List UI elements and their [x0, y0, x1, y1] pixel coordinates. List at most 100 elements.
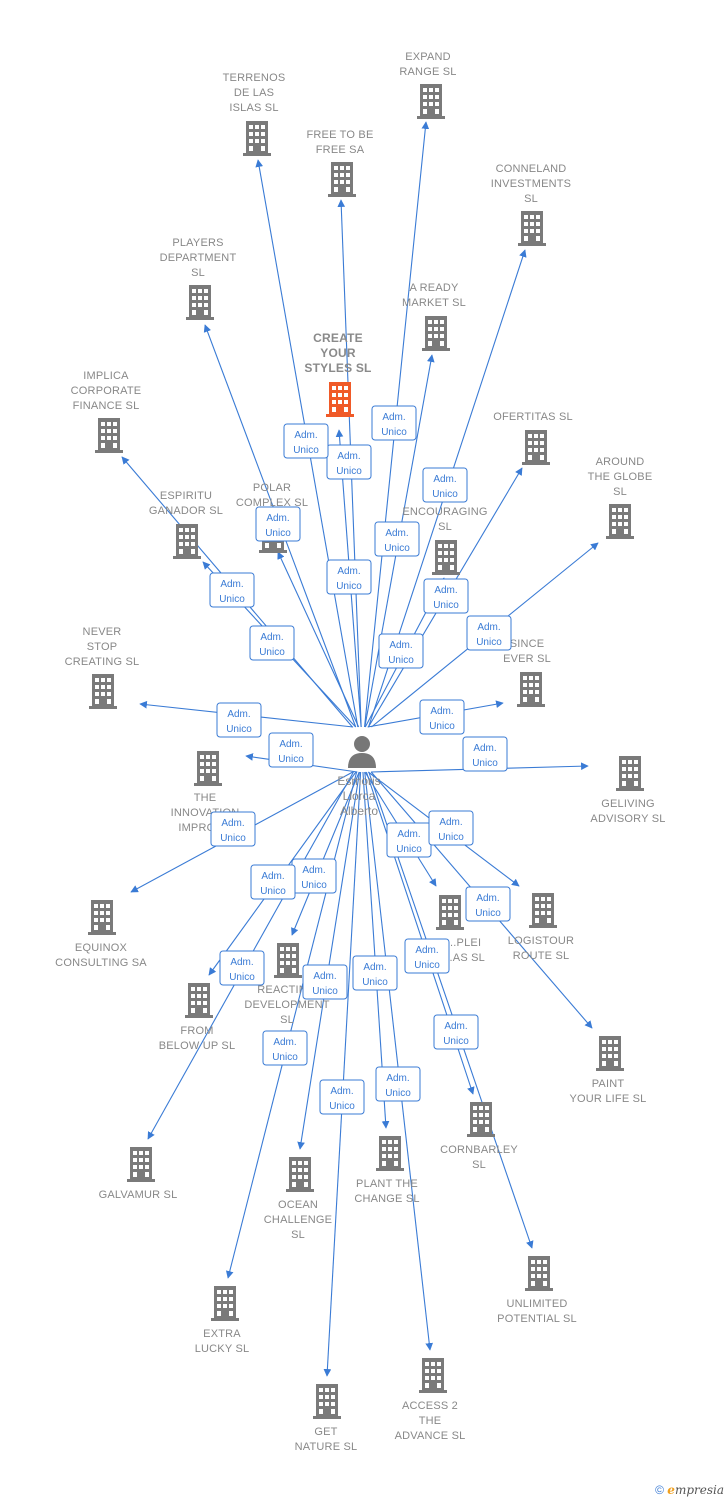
role-badge-polar[interactable]: Adm. Unico	[255, 506, 301, 542]
building-icon	[173, 524, 201, 559]
company-label-ofertitas-line-0: OFERTITAS SL	[493, 411, 573, 423]
company-label-frombelow-line-1: BELOW UP SL	[159, 1040, 236, 1052]
role-badge-implica[interactable]: Adm.Unico	[209, 572, 255, 608]
role-badge-paint[interactable]: Adm.Unico	[465, 886, 511, 922]
role-text-ready-0: Adm.	[385, 528, 408, 539]
role-badge-access[interactable]: Adm.Unico	[375, 1066, 421, 1102]
company-node-galvamur[interactable]: GALVAMUR SL	[99, 1147, 178, 1201]
role-text-unlimited-0: Adm.	[444, 1021, 467, 1032]
company-label-reacting-line-0: REACTIN...	[257, 984, 316, 996]
company-label-terrenos-line-1: DE LAS	[234, 87, 274, 99]
role-badge-reacting[interactable]: Adm.Unico	[291, 858, 337, 894]
role-badge-equinox[interactable]: Adm.Unico	[210, 811, 256, 847]
role-badge-logistour[interactable]: Adm.Unico	[428, 810, 474, 846]
company-label-players-line-2: SL	[191, 267, 205, 279]
role-text-frombelow-1: Unico	[260, 886, 286, 897]
role-badge-innovation[interactable]: Adm.Unico	[268, 732, 314, 768]
company-label-ready-line-1: MARKET SL	[402, 297, 466, 309]
building-icon	[422, 316, 450, 351]
building-icon	[194, 751, 222, 786]
role-badge-around[interactable]: Adm.Unico	[466, 615, 512, 651]
role-badge-unlimited[interactable]: Adm.Unico	[433, 1014, 479, 1050]
role-badge-since[interactable]: Adm.Unico	[419, 699, 465, 735]
company-label-never-line-2: CREATING SL	[65, 656, 140, 668]
role-badge-create[interactable]: Adm.Unico	[326, 559, 372, 595]
role-text-polar-1: Unico	[265, 528, 291, 539]
role-text-plant-0: Adm.	[363, 962, 386, 973]
edge-reacting	[291, 771, 360, 936]
role-badge-never[interactable]: Adm.Unico	[216, 702, 262, 738]
role-badge-conneland[interactable]: Adm.Unico	[422, 467, 468, 503]
role-badge-ocean[interactable]: Adm.Unico	[302, 964, 348, 1000]
role-badge-geliving[interactable]: Adm.Unico	[462, 736, 508, 772]
company-label-espiritu-line-0: ESPIRITU	[160, 490, 212, 502]
role-text-extra-0: Adm.	[273, 1037, 296, 1048]
role-badge-expand[interactable]: Adm.Unico	[371, 405, 417, 441]
building-icon	[432, 540, 460, 575]
role-text-ocean-0: Adm.	[313, 971, 336, 982]
role-text-galvamur-1: Unico	[229, 972, 255, 983]
copyright-symbol: ©	[655, 1483, 664, 1497]
role-badge-frombelow[interactable]: Adm.Unico	[250, 864, 296, 900]
copyright-notice[interactable]: © empresia	[655, 1483, 724, 1497]
company-label-equinox-line-1: CONSULTING SA	[55, 957, 147, 969]
building-icon	[127, 1147, 155, 1182]
role-badge-get[interactable]: Adm.Unico	[319, 1079, 365, 1115]
role-text-polar-0: Adm.	[266, 513, 289, 524]
role-badge-players[interactable]: Adm.Unico	[283, 423, 329, 459]
company-label-expand-line-0: EXPAND	[405, 51, 451, 63]
role-badge-extra[interactable]: Adm.Unico	[262, 1030, 308, 1066]
role-badge-galvamur[interactable]: Adm.Unico	[219, 950, 265, 986]
role-badge-plei[interactable]: Adm.Unico	[386, 822, 432, 858]
role-badge-espiritu[interactable]: Adm.Unico	[249, 625, 295, 661]
role-badge-free[interactable]: Adm.Unico	[326, 444, 372, 480]
company-label-logistour-line-1: ROUTE SL	[513, 950, 570, 962]
building-icon	[417, 84, 445, 119]
role-text-encouraging-0: Adm.	[389, 640, 412, 651]
role-text-never-1: Unico	[226, 724, 252, 735]
role-badge-ready[interactable]: Adm.Unico	[374, 521, 420, 557]
company-label-ocean-line-0: OCEAN	[278, 1199, 318, 1211]
building-icon	[328, 162, 356, 197]
role-badge-plant[interactable]: Adm.Unico	[352, 955, 398, 991]
role-text-conneland-0: Adm.	[433, 474, 456, 485]
building-icon-highlight	[326, 382, 354, 417]
role-badge-encouraging[interactable]: Adm.Unico	[378, 633, 424, 669]
brand-initial: e	[667, 1483, 675, 1497]
role-text-implica-0: Adm.	[220, 579, 243, 590]
role-badge-ofertitas[interactable]: Adm.Unico	[423, 578, 469, 614]
role-badge-cornbarley[interactable]: Adm.Unico	[404, 938, 450, 974]
company-node-ofertitas[interactable]: OFERTITAS SL	[493, 411, 573, 465]
company-node-plei[interactable]: ...PLEI...AS SL	[436, 895, 485, 964]
building-icon	[419, 1358, 447, 1393]
role-text-logistour-1: Unico	[438, 832, 464, 843]
